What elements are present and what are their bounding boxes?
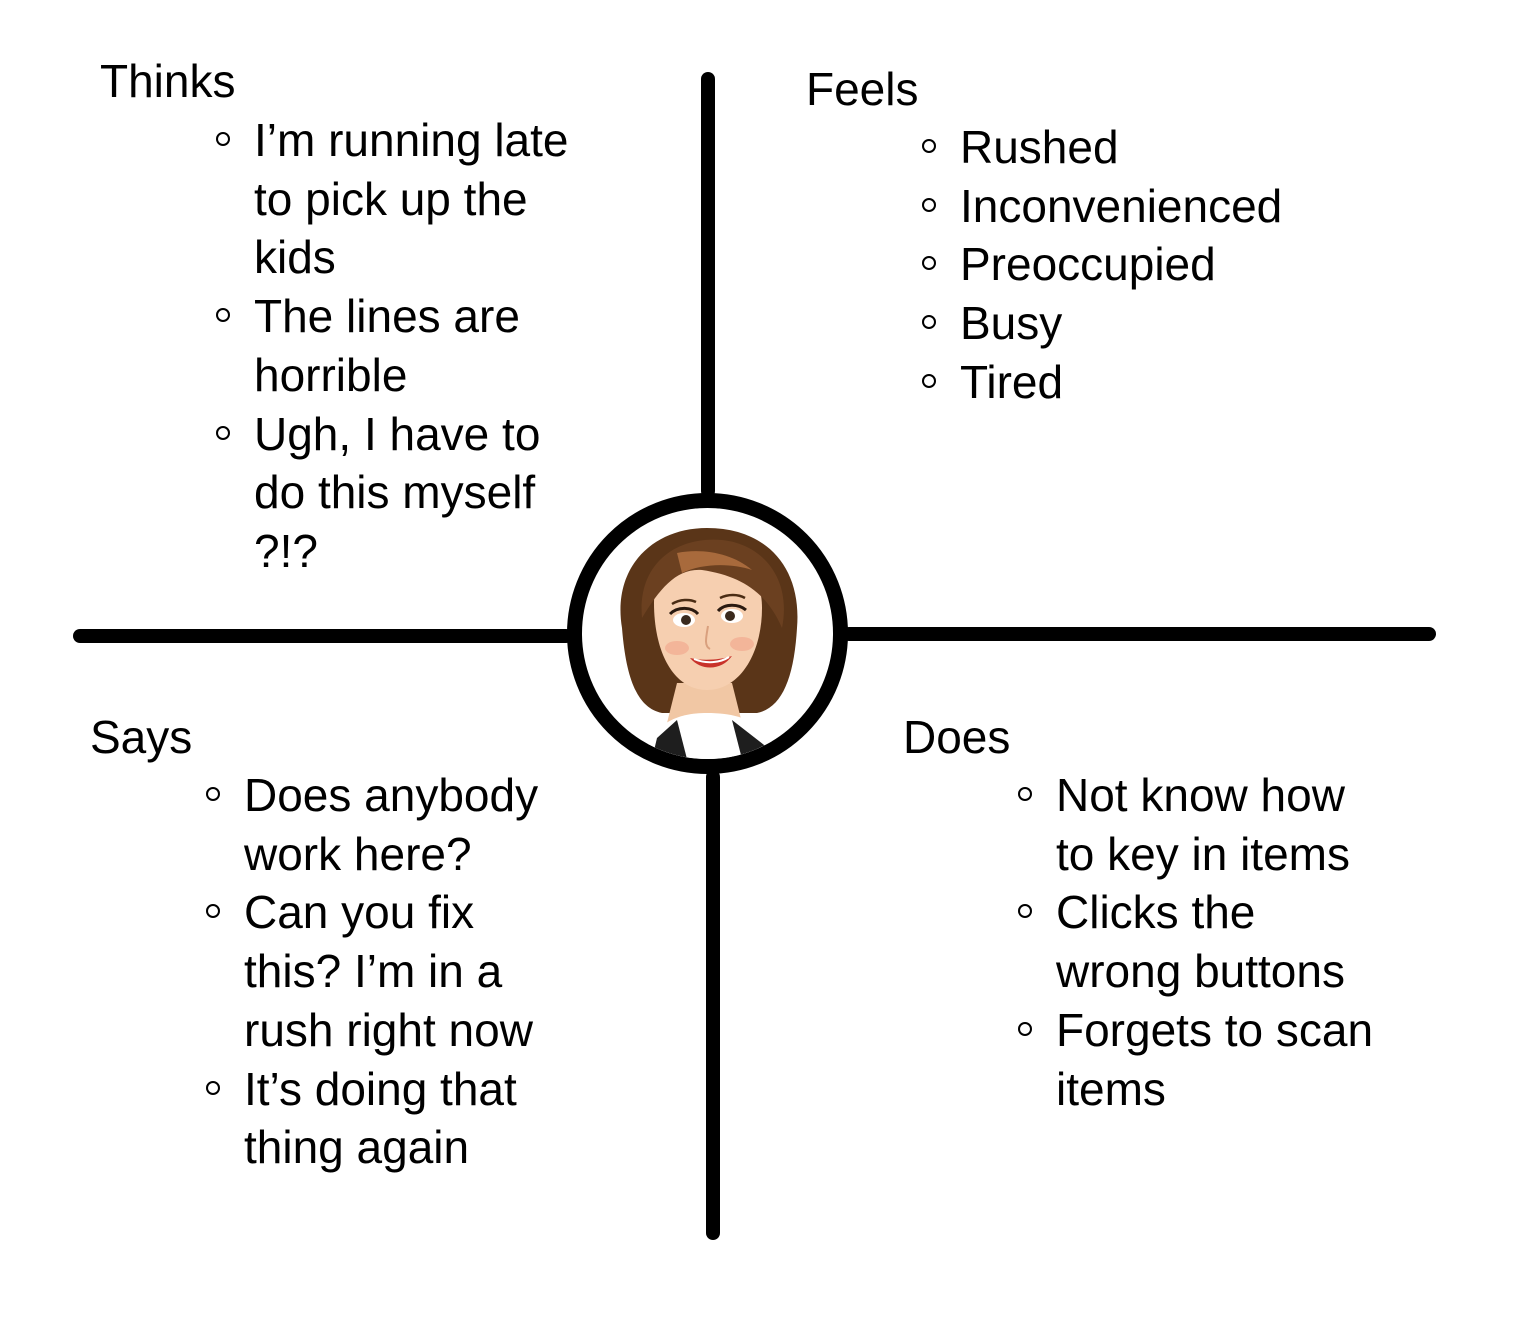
bullet-icon: [922, 139, 936, 153]
does-title: Does: [903, 711, 1011, 763]
does-item: Not know how to key in items: [1018, 766, 1378, 883]
says-list: Does anybody work here? Can you fix this…: [206, 766, 566, 1177]
bullet-icon: [922, 256, 936, 271]
feels-item: Rushed: [922, 118, 1422, 177]
thinks-item: Ugh, I have to do this myself ?!?: [216, 405, 576, 581]
persona-avatar: [567, 493, 848, 774]
axis-left: [73, 629, 573, 643]
bullet-icon: [206, 1080, 220, 1095]
does-item-text: Clicks the wrong buttons: [1056, 886, 1345, 998]
says-item: It’s doing that thing again: [206, 1060, 566, 1177]
says-item: Can you fix this? I’m in a rush right no…: [206, 883, 566, 1059]
bullet-icon: [216, 132, 230, 146]
does-item-text: Not know how to key in items: [1056, 769, 1350, 880]
feels-item-text: Busy: [960, 297, 1063, 350]
bullet-icon: [1018, 787, 1032, 801]
feels-list: Rushed Inconvenienced Preoccupied Busy T…: [922, 118, 1422, 412]
does-item-text: Forgets to scan items: [1056, 1003, 1374, 1115]
feels-item: Tired: [922, 353, 1422, 412]
feels-item-text: Tired: [960, 355, 1064, 408]
bullet-icon: [216, 425, 230, 440]
bullet-icon: [922, 197, 936, 212]
bullet-icon: [922, 315, 936, 330]
thinks-item-text: I’m running late to pick up the kids: [254, 114, 569, 284]
feels-title: Feels: [806, 63, 919, 115]
feels-item-text: Rushed: [960, 121, 1119, 173]
does-item: Forgets to scan items: [1018, 1001, 1378, 1118]
thinks-list: I’m running late to pick up the kids The…: [216, 111, 576, 581]
feels-item: Preoccupied: [922, 235, 1422, 294]
says-item: Does anybody work here?: [206, 766, 566, 883]
does-item: Clicks the wrong buttons: [1018, 883, 1378, 1000]
says-item-text: Can you fix this? I’m in a rush right no…: [244, 886, 533, 1056]
feels-item-text: Preoccupied: [960, 238, 1216, 291]
axis-bottom: [706, 770, 720, 1240]
says-item-text: Does anybody work here?: [244, 769, 539, 880]
thinks-item: The lines are horrible: [216, 287, 576, 404]
feels-item-text: Inconvenienced: [960, 179, 1283, 232]
bullet-icon: [206, 787, 220, 801]
bullet-icon: [922, 373, 936, 388]
bullet-icon: [206, 904, 220, 919]
woman-avatar-icon: [620, 528, 798, 759]
thinks-item-text: The lines are horrible: [254, 290, 520, 401]
bullet-icon: [1018, 904, 1032, 919]
bullet-icon: [1018, 1021, 1032, 1036]
thinks-title: Thinks: [100, 55, 236, 107]
says-item-text: It’s doing that thing again: [244, 1062, 517, 1174]
does-list: Not know how to key in items Clicks the …: [1018, 766, 1378, 1118]
says-title: Says: [90, 711, 193, 763]
thinks-item-text: Ugh, I have to do this myself ?!?: [254, 407, 541, 577]
axis-right: [842, 627, 1436, 641]
feels-item: Busy: [922, 294, 1422, 353]
bullet-icon: [216, 308, 230, 323]
feels-item: Inconvenienced: [922, 177, 1422, 236]
thinks-item: I’m running late to pick up the kids: [216, 111, 576, 287]
axis-top: [701, 72, 715, 498]
